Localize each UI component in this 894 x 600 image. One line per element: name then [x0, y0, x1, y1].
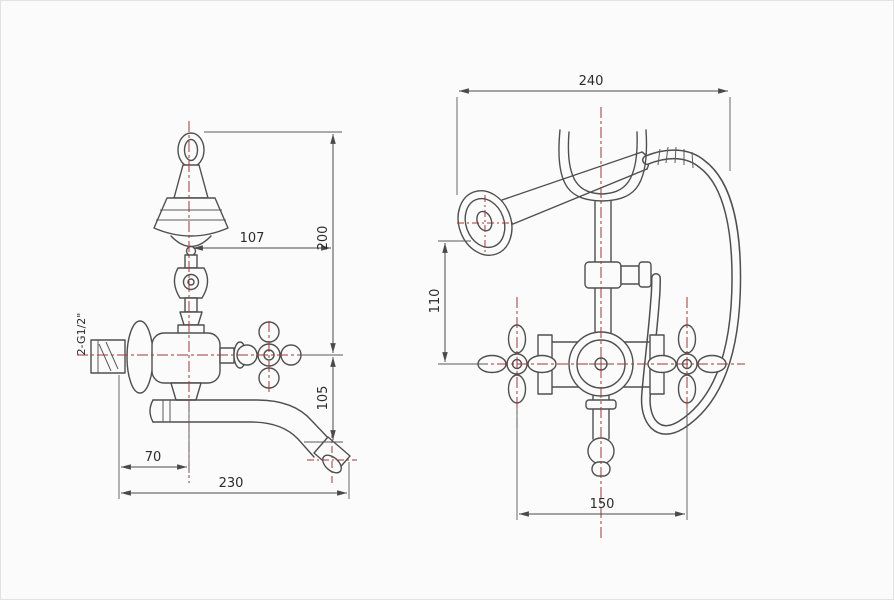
- spout-icon: [149, 399, 351, 474]
- dim-bracket-offset: 107: [193, 231, 331, 251]
- dim-wall-offset: 70: [118, 375, 190, 499]
- dim-cradle-height: 110: [428, 240, 486, 365]
- dim-handle-spacing: 150: [516, 407, 688, 520]
- dimension-annotations: 107 200 105 70 230 2: [75, 74, 731, 520]
- dim-shower-height: 200: [204, 131, 343, 356]
- dim-text-200: 200: [316, 226, 331, 251]
- riser-stem-icon: [584, 200, 652, 340]
- left-view: [90, 132, 351, 474]
- shower-hose-icon: [640, 146, 742, 435]
- dim-text-230: 230: [219, 476, 244, 491]
- centerlines: [77, 107, 745, 541]
- dim-spout-reach: 230: [120, 462, 350, 499]
- wall-connection-icon: [90, 320, 154, 394]
- cradle-hook-icon: [558, 129, 648, 202]
- dim-text-240: 240: [579, 74, 604, 89]
- dim-text-110: 110: [428, 289, 443, 314]
- dim-spout-drop: 105: [304, 357, 343, 443]
- dim-text-107: 107: [240, 231, 265, 246]
- hand-shower-handle-icon: [501, 151, 650, 225]
- dim-overall-width: 240: [456, 74, 731, 195]
- hand-shower-front-icon: [457, 190, 513, 256]
- thread-label: 2-G1/2": [75, 313, 88, 356]
- dim-text-150: 150: [590, 497, 615, 512]
- dim-text-70: 70: [145, 450, 162, 465]
- right-view: [457, 129, 742, 477]
- hand-shower-side-icon: [153, 132, 229, 257]
- mixer-body-side-icon: [151, 324, 221, 401]
- thread-label-text: 2-G1/2": [75, 313, 88, 356]
- dim-text-105: 105: [316, 386, 331, 411]
- wall-bracket-icon: [173, 254, 209, 326]
- left-cross-handle-icon: [477, 324, 557, 404]
